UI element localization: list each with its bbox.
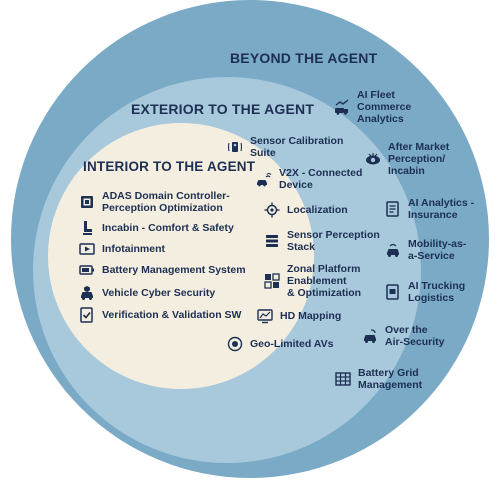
v2x-icon	[255, 170, 273, 188]
interior-item-cyber-security: Vehicle Cyber Security	[78, 284, 215, 302]
beyond-item-ota-security: Over the Air-Security	[361, 324, 445, 348]
battery-grid-icon	[334, 370, 352, 388]
exterior-item-label: HD Mapping	[280, 310, 342, 322]
inner-core-interior	[48, 123, 314, 389]
fleet-analytics-icon	[333, 98, 351, 116]
beyond-item-battery-grid: Battery Grid Management	[334, 367, 422, 391]
beyond-title: BEYOND THE AGENT	[230, 50, 378, 66]
beyond-item-label: AI Analytics - Insurance	[408, 197, 475, 221]
interior-item-label: Vehicle Cyber Security	[102, 287, 216, 299]
sensor-stack-icon	[263, 232, 281, 250]
beyond-item-after-market: After Market Perception/ Incabin	[364, 141, 449, 177]
interior-item-label: ADAS Domain Controller- Perception Optim…	[102, 190, 230, 214]
beyond-item-ai-trucking: AI Trucking Logistics	[384, 280, 465, 304]
exterior-item-localization: Localization	[263, 201, 348, 219]
exterior-item-label: Geo-Limited AVs	[250, 338, 334, 350]
car-security-icon	[78, 284, 96, 302]
beyond-item-fleet-analytics: AI Fleet Commerce Analytics	[333, 89, 411, 125]
interior-item-label: Infotainment	[102, 243, 165, 255]
exterior-item-label: Localization	[287, 204, 348, 216]
beyond-item-label: After Market Perception/ Incabin	[388, 141, 450, 177]
interior-item-verification: Verification & Validation SW	[78, 306, 241, 324]
interior-title: INTERIOR TO THE AGENT	[83, 159, 256, 174]
interior-item-incabin: Incabin - Comfort & Safety	[78, 219, 234, 237]
exterior-item-zonal-platform: Zonal Platform Enablement & Optimization	[263, 263, 361, 299]
interior-item-adas: ADAS Domain Controller- Perception Optim…	[78, 190, 230, 214]
beyond-item-label: AI Trucking Logistics	[408, 280, 466, 304]
exterior-item-label: V2X - Connected Device	[279, 167, 363, 191]
beyond-item-ai-insurance: AI Analytics - Insurance	[384, 197, 474, 221]
hd-map-icon	[256, 307, 274, 325]
interior-item-infotainment: Infotainment	[78, 240, 165, 258]
trucking-document-icon	[384, 283, 402, 301]
exterior-item-v2x: V2X - Connected Device	[255, 167, 362, 191]
eye-icon	[364, 150, 382, 168]
beyond-item-mobility: Mobility-as- a-Service	[384, 238, 466, 262]
interior-item-label: Battery Management System	[102, 264, 246, 276]
exterior-item-label: Zonal Platform Enablement & Optimization	[287, 263, 362, 299]
zonal-platform-icon	[263, 272, 281, 290]
mobility-car-icon	[384, 241, 402, 259]
insurance-document-icon	[384, 200, 402, 218]
interior-item-label: Incabin - Comfort & Safety	[102, 222, 234, 234]
beyond-item-label: Over the Air-Security	[385, 324, 445, 348]
beyond-item-label: Mobility-as- a-Service	[408, 238, 467, 262]
domain-controller-icon	[78, 193, 96, 211]
exterior-item-sensor-calibration: Sensor Calibration Suite	[226, 135, 343, 159]
seat-icon	[78, 219, 96, 237]
verification-icon	[78, 306, 96, 324]
exterior-item-geo-limited: Geo-Limited AVs	[226, 335, 333, 353]
exterior-item-label: Sensor Calibration Suite	[250, 135, 344, 159]
exterior-title: EXTERIOR TO THE AGENT	[131, 101, 315, 117]
exterior-item-sensor-perception: Sensor Perception Stack	[263, 229, 380, 253]
exterior-item-hd-mapping: HD Mapping	[256, 307, 341, 325]
ota-car-icon	[361, 327, 379, 345]
battery-icon	[78, 261, 96, 279]
infotainment-icon	[78, 240, 96, 258]
beyond-item-label: AI Fleet Commerce Analytics	[357, 89, 412, 125]
geo-limited-icon	[226, 335, 244, 353]
localization-icon	[263, 201, 281, 219]
interior-item-label: Verification & Validation SW	[102, 309, 242, 321]
sensor-calibration-icon	[226, 138, 244, 156]
exterior-item-label: Sensor Perception Stack	[287, 229, 380, 253]
interior-item-battery: Battery Management System	[78, 261, 246, 279]
beyond-item-label: Battery Grid Management	[358, 367, 423, 391]
